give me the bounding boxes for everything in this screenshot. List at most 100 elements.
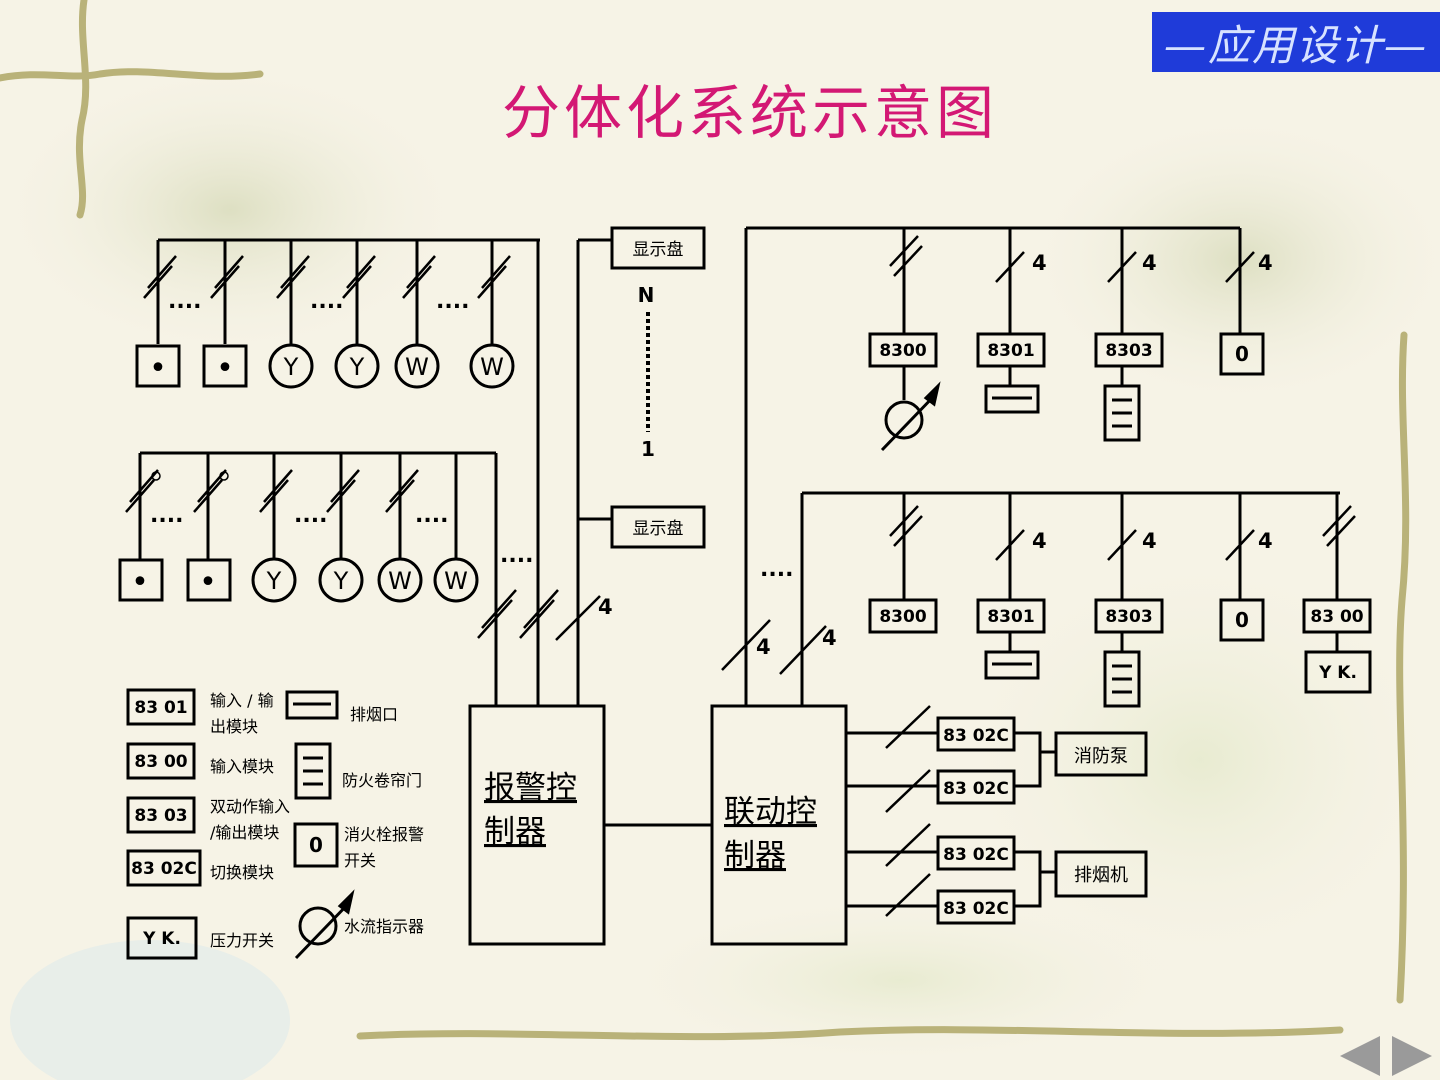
linkage-controller-label: 联动控 (724, 794, 817, 830)
module-8300 (868, 598, 938, 634)
wire-count: 4 (1142, 529, 1157, 553)
detector-dot (202, 344, 248, 388)
next-slide-button[interactable] (1392, 1036, 1432, 1076)
legend-code-box (126, 849, 202, 887)
legend-water-flow (298, 906, 338, 946)
detector-y (318, 557, 364, 603)
wire-count: 4 (822, 626, 837, 650)
module-label: 8300 (879, 341, 926, 361)
ellipsis: .... (415, 503, 448, 528)
module-label: 83 02C (943, 779, 1009, 799)
legend-code-box (126, 742, 196, 780)
legend-text: 输入模块 (210, 757, 274, 776)
fire-shutter (1103, 384, 1141, 442)
module-label: 8301 (987, 607, 1034, 627)
legend-text: 消火栓报警 (344, 825, 424, 844)
wire-count: 4 (598, 595, 613, 619)
legend-text: 水流指示器 (344, 917, 424, 936)
detector-dot (118, 558, 164, 602)
legend-code: Y K. (142, 929, 181, 949)
linkage-controller-label: 制器 (724, 838, 786, 874)
legend-hydrant (293, 822, 339, 868)
display-panel-bottom (610, 505, 706, 549)
module-label: 8301 (987, 341, 1034, 361)
legend-code-box (126, 688, 196, 726)
detector-dot (135, 344, 181, 388)
ellipsis: .... (760, 557, 793, 582)
legend-code: 83 02C (131, 859, 197, 879)
smoke-vent (984, 384, 1040, 414)
legend-code: 83 01 (134, 698, 187, 718)
fire-pump (1054, 731, 1148, 777)
legend-fire-shutter (294, 742, 332, 800)
hydrant-switch (1219, 598, 1265, 642)
display-panel-label: 显示盘 (633, 240, 684, 260)
detector-label: • (199, 565, 217, 600)
detector-w (377, 557, 423, 603)
page-title: 分体化系统示意图 (501, 79, 998, 147)
detector-label: Y (333, 567, 349, 595)
legend-text: 输入 / 输 (210, 691, 274, 710)
module-label: 8303 (1105, 341, 1152, 361)
display-range-top: N (638, 283, 655, 307)
hydrant-label: 0 (1235, 608, 1249, 632)
detector-label: • (216, 351, 234, 386)
legend-text: 出模块 (210, 717, 258, 736)
water-flow-indicator (884, 400, 924, 440)
module-label: 83 02C (943, 845, 1009, 865)
detector-y (334, 343, 380, 389)
hydrant-label: 0 (1235, 342, 1249, 366)
detector-label: W (405, 353, 429, 381)
detector-label: W (444, 567, 468, 595)
wire-count: 4 (1142, 251, 1157, 275)
ellipsis: .... (294, 503, 327, 528)
legend-code: 83 00 (134, 752, 187, 772)
fire-shutter (1103, 650, 1141, 708)
module-label: 8300 (879, 607, 926, 627)
module-8303 (1094, 598, 1164, 634)
alarm-controller-label: 制器 (484, 814, 546, 850)
pressure-switch-label: Y K. (1318, 663, 1357, 683)
legend-text: 开关 (344, 851, 376, 870)
legend-text: 压力开关 (210, 931, 274, 950)
detector-label: Y (349, 353, 365, 381)
legend-smoke-vent (285, 690, 339, 720)
detector-label: • (149, 351, 167, 386)
wire-count: 4 (1258, 529, 1273, 553)
display-range-bottom: 1 (641, 437, 655, 461)
detector-label: • (131, 565, 149, 600)
detector-w (394, 343, 440, 389)
detector-label: Y (266, 567, 282, 595)
legend-code-box (126, 916, 198, 960)
legend-code-box (126, 796, 196, 834)
legend-code: 83 03 (134, 806, 187, 826)
smoke-fan (1054, 850, 1148, 898)
wire-count: 4 (1032, 251, 1047, 275)
legend-text: 双动作输入 (210, 797, 290, 816)
module-label: 83 02C (943, 726, 1009, 746)
legend-text: 防火卷帘门 (342, 771, 422, 790)
ellipsis: .... (436, 289, 469, 314)
display-panel-top (610, 226, 706, 270)
detector-label: W (480, 353, 504, 381)
module-label: 83 02C (943, 899, 1009, 919)
detector-y (268, 343, 314, 389)
prev-slide-button[interactable] (1340, 1036, 1380, 1076)
detector-label: W (388, 567, 412, 595)
wire-count: 4 (1032, 529, 1047, 553)
display-panel-label: 显示盘 (633, 519, 684, 539)
detector-w (469, 343, 515, 389)
hydrant-switch (1219, 332, 1265, 376)
wire-count: 4 (756, 635, 771, 659)
detector-y (251, 557, 297, 603)
legend-text: 排烟口 (350, 705, 398, 724)
module-8303 (1094, 332, 1164, 368)
module-label: 83 00 (1310, 607, 1363, 627)
ellipsis: .... (310, 289, 343, 314)
ellipsis: .... (500, 543, 533, 568)
ellipsis: .... (168, 289, 201, 314)
legend-hydrant-label: 0 (309, 833, 323, 857)
smoke-vent (984, 650, 1040, 680)
